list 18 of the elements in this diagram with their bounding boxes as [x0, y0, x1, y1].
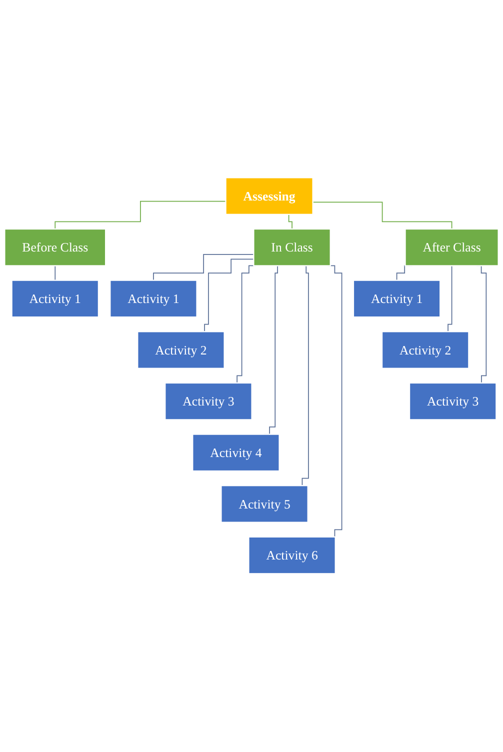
node-box: In Class — [253, 228, 331, 267]
node-box: Activity 2 — [381, 331, 470, 370]
node-box: Activity 3 — [164, 382, 252, 421]
node-box: Assessing — [225, 177, 314, 216]
connector — [54, 266, 56, 282]
node-box: Activity 6 — [248, 536, 336, 575]
connector — [54, 201, 226, 230]
node-box: Activity 1 — [110, 280, 198, 318]
node-box: After Class — [404, 228, 499, 267]
connector — [153, 254, 254, 282]
node-box: Activity 3 — [408, 382, 497, 421]
node-box: Activity 1 — [352, 280, 441, 318]
node-box: Before Class — [4, 228, 106, 267]
node-box: Activity 5 — [220, 485, 308, 524]
node-box: Activity 2 — [137, 331, 225, 370]
node-box: Activity 1 — [11, 280, 100, 318]
connector — [312, 202, 452, 230]
node-box: Activity 4 — [192, 434, 280, 472]
